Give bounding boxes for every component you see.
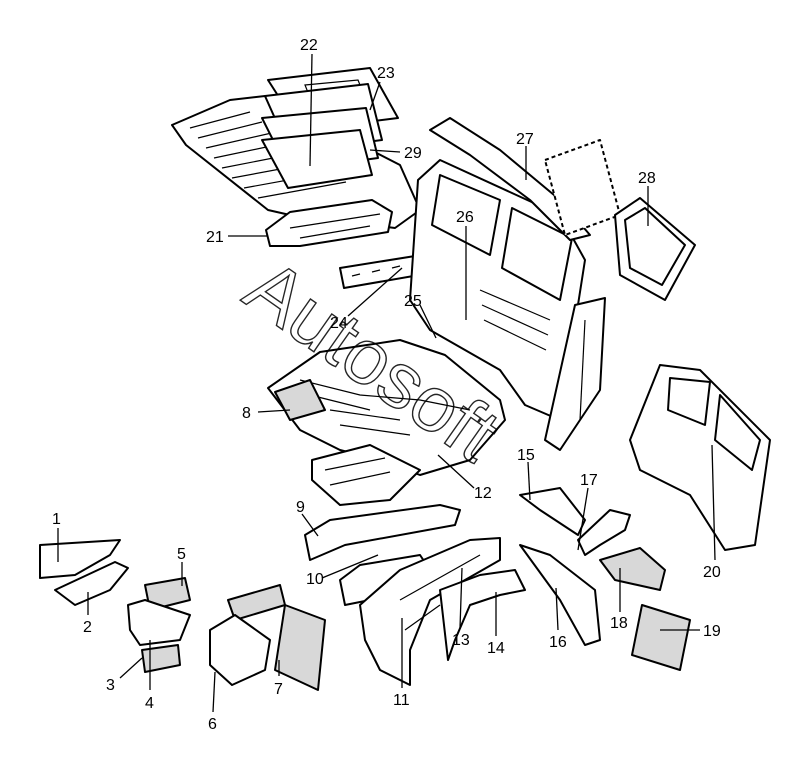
rear-back-panel	[629, 364, 771, 551]
callout-1: 1	[52, 511, 61, 528]
callout-25: 25	[404, 293, 422, 310]
callout-14: 14	[487, 640, 505, 657]
side-panel-with-windows	[409, 159, 586, 421]
rear-corner-pillar	[544, 297, 606, 451]
floor-crossmember	[304, 504, 461, 561]
callout-6: 6	[208, 716, 217, 733]
callout-12: 12	[474, 485, 492, 502]
step-brackets	[39, 539, 129, 606]
callout-9: 9	[296, 499, 305, 516]
roof-hatch-assembly	[261, 67, 399, 189]
floor-lower-pan	[311, 444, 421, 506]
rear-floor-plate	[631, 604, 691, 671]
wheelarch-outer-panel	[359, 537, 501, 686]
callout-16: 16	[549, 634, 567, 651]
callout-13: 13	[452, 632, 470, 649]
callout-5: 5	[177, 546, 186, 563]
callout-27: 27	[516, 131, 534, 148]
callout-8: 8	[242, 405, 251, 422]
callout-11: 11	[393, 692, 410, 709]
callout-24: 24	[330, 315, 348, 332]
callout-23: 23	[377, 65, 395, 82]
callout-10: 10	[306, 571, 324, 588]
callout-22: 22	[300, 37, 318, 54]
step-assembly-right	[209, 584, 326, 691]
callout-4: 4	[145, 695, 154, 712]
callout-numbers: 1 2 3 4 5 6 7 8 9 10 11 12 13 14 15 16 1…	[52, 37, 721, 733]
callout-19: 19	[703, 623, 721, 640]
callout-2: 2	[83, 619, 92, 636]
callout-15: 15	[517, 447, 535, 464]
step-assembly-left	[127, 577, 191, 673]
callout-28: 28	[638, 170, 656, 187]
leader-lines	[57, 53, 716, 713]
callout-26: 26	[456, 209, 474, 226]
roof-cross-member	[265, 199, 393, 247]
callout-3: 3	[106, 677, 115, 694]
cab-floor-assembly	[267, 339, 506, 476]
callout-17: 17	[580, 472, 598, 489]
callout-18: 18	[610, 615, 628, 632]
rear-brackets	[519, 487, 666, 646]
callout-20: 20	[703, 564, 721, 581]
callout-7: 7	[274, 681, 283, 698]
upper-cant-rail	[429, 117, 591, 241]
callout-29: 29	[404, 145, 422, 162]
side-window-glass	[544, 139, 696, 301]
callout-21: 21	[206, 229, 224, 246]
